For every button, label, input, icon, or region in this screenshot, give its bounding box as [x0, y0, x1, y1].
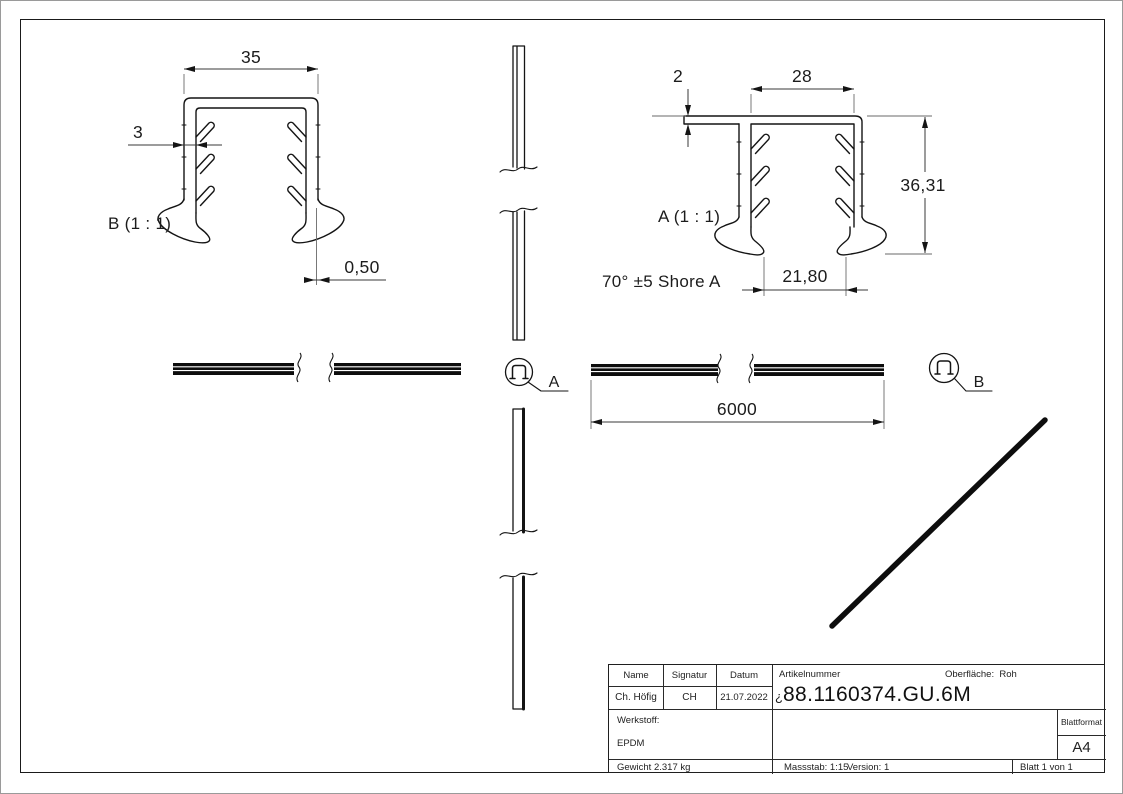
sheet-border-frame — [20, 19, 1105, 773]
detail-a-dimensions — [652, 86, 932, 296]
callout-b-letter: B — [974, 374, 985, 391]
title-block-line — [1012, 759, 1014, 774]
dim-36-31: 36,31 — [900, 175, 945, 195]
header-blattformat: Blattformat — [1060, 717, 1103, 727]
value-name: Ch. Höfig — [615, 692, 657, 703]
horizontal-profile-view-right — [591, 353, 884, 384]
header-artikelnummer: Artikelnummer — [779, 669, 841, 680]
title-block-line — [609, 709, 1106, 711]
dim-3: 3 — [133, 122, 143, 142]
title-block-line — [1057, 709, 1059, 759]
detail-b-inner-profile — [195, 107, 307, 214]
article-number-value: 88.1160374.GU.6M — [782, 683, 972, 706]
detail-a-left-foot — [714, 216, 765, 256]
dim-21-80: 21,80 — [782, 266, 827, 286]
detail-b-label: B (1 : 1) — [108, 214, 171, 233]
length-dimension — [590, 380, 885, 429]
detail-a-plate — [683, 115, 863, 218]
vertical-profile-view — [499, 45, 538, 711]
title-block-line — [609, 686, 772, 688]
shore-hardness-note: 70° ±5 Shore A — [602, 272, 721, 291]
detail-b-wall-ticks — [181, 124, 321, 190]
weight-label: Gewicht 2.317 kg — [617, 762, 691, 773]
detail-b-outer-profile — [183, 97, 319, 201]
dim-6000: 6000 — [717, 399, 757, 419]
surface-finish-label: Oberfläche: Roh — [945, 669, 1017, 680]
detail-b-view — [157, 97, 345, 244]
detail-a-view — [683, 115, 887, 256]
value-datum: 21.07.2022 — [720, 692, 768, 703]
article-number-prefix: ¿ — [775, 689, 783, 704]
title-block-line — [1057, 735, 1106, 737]
callout-a-letter: A — [549, 374, 560, 391]
detail-b-dimensions — [128, 66, 386, 285]
detail-a-cavity — [750, 123, 855, 228]
isometric-profile-view — [829, 417, 1048, 629]
detail-a-barbs-right — [835, 133, 855, 219]
section-callout-a — [504, 357, 569, 392]
dim-0-50: 0,50 — [344, 257, 379, 277]
detail-b-barbs-left — [195, 121, 215, 207]
version-label: Version: 1 — [847, 762, 890, 773]
value-werkstoff: EPDM — [617, 738, 645, 749]
dim-2: 2 — [673, 66, 683, 86]
detail-a-label: A (1 : 1) — [658, 207, 720, 226]
detail-a-barbs-left — [750, 133, 770, 219]
header-werkstoff: Werkstoff: — [617, 715, 660, 726]
detail-a-right-foot — [836, 216, 887, 256]
header-datum: Datum — [730, 670, 758, 681]
title-block: Name Signatur Datum Ch. Höfig CH 21.07.2… — [608, 664, 1106, 774]
value-blattformat: A4 — [1072, 738, 1091, 756]
value-signatur: CH — [682, 692, 697, 703]
horizontal-profile-view-left — [173, 352, 461, 383]
header-name: Name — [623, 670, 649, 681]
detail-b-barbs-right — [287, 121, 307, 207]
title-block-line — [609, 759, 1106, 761]
sheet-label: Blatt 1 von 1 — [1020, 762, 1073, 773]
article-number: ¿88.1160374.GU.6M — [775, 683, 971, 707]
dim-35: 35 — [241, 47, 261, 67]
dim-28: 28 — [792, 66, 812, 86]
header-signatur: Signatur — [671, 670, 708, 681]
detail-a-wall-ticks — [736, 141, 865, 207]
detail-b-right-foot — [291, 198, 345, 244]
section-callout-b — [928, 352, 993, 392]
detail-b-left-foot — [157, 198, 211, 244]
title-block-line — [772, 665, 774, 774]
scale-label: Massstab: 1:15 — [784, 762, 849, 773]
